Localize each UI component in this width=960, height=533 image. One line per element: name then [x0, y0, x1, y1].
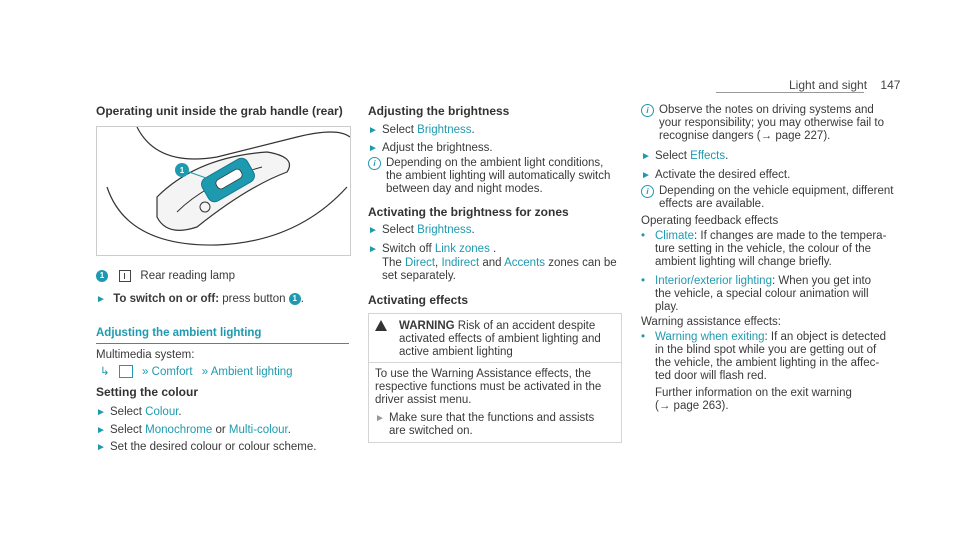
indirect-link[interactable]: Indirect — [441, 257, 480, 269]
warning-assist-label: Warning assistance effects: — [641, 316, 781, 328]
figure-grab-handle: 1 — [96, 126, 351, 256]
section-heading: Operating unit inside the grab handle (r… — [96, 104, 343, 118]
page-number: 147 — [880, 78, 901, 92]
reading-lamp-icon — [119, 270, 132, 282]
ambient-rule — [96, 343, 349, 344]
warning-box: WARNING Risk of an accident despite acti… — [368, 313, 622, 443]
zones-description: The Direct, Indirect and Accents zones c… — [382, 257, 617, 282]
step-select-brightness2: ►Select Brightness. — [368, 224, 475, 236]
step-switch: ► To switch on or off: press button 1. — [96, 293, 304, 306]
warning-label: WARNING — [399, 320, 455, 332]
bullet-exiting: • Warning when exiting: If an object is … — [641, 331, 886, 412]
multimedia-label: Multimedia system: — [96, 349, 195, 361]
info-note-responsibility: i Observe the notes on driving systems a… — [641, 104, 884, 142]
step-select-colour: ►Select Colour. — [96, 406, 182, 418]
header-rule — [716, 92, 864, 93]
bullet-climate: • Climate: If changes are made to the te… — [641, 230, 887, 268]
page-ref-arrow-icon: → — [658, 400, 671, 412]
section-title: Light and sight — [789, 78, 868, 92]
callout-marker — [175, 163, 189, 177]
caption-number: 1 — [96, 270, 108, 282]
warning-exiting-link[interactable]: Warning when exiting — [655, 331, 765, 343]
step-adjust: ►Adjust the brightness. — [368, 142, 493, 154]
step-activate-effect: ►Activate the desired effect. — [641, 169, 791, 181]
home-icon[interactable] — [118, 365, 133, 379]
button-number: 1 — [288, 293, 301, 305]
climate-link[interactable]: Climate — [655, 230, 694, 242]
brightness-link[interactable]: Brightness — [417, 124, 472, 136]
interior-lighting-link[interactable]: Interior/exterior lighting — [655, 275, 772, 287]
ambient-heading: Adjusting the ambient lighting — [96, 327, 262, 339]
running-header: Light and sight 147 — [789, 78, 900, 92]
direct-link[interactable]: Direct — [405, 257, 436, 269]
caption-text: Rear reading lamp — [140, 270, 236, 283]
multicolour-link[interactable]: Multi-colour — [228, 424, 288, 436]
brightness-link-2[interactable]: Brightness — [417, 224, 472, 236]
path-ambient-lighting[interactable]: Ambient lighting — [210, 366, 293, 378]
page-ref-263[interactable]: page 263 — [673, 400, 722, 412]
svg-text:1: 1 — [180, 166, 185, 175]
info-icon: i — [368, 157, 381, 170]
page-ref-227[interactable]: page 227 — [775, 130, 824, 142]
colour-link[interactable]: Colour — [145, 406, 179, 418]
grab-handle-illustration: 1 — [106, 127, 350, 246]
step-switch-off: ►Switch off Link zones . — [368, 243, 497, 255]
warning-divider — [369, 362, 621, 363]
link-zones-link[interactable]: Link zones — [434, 243, 490, 255]
menu-path: ↳ » Comfort » Ambient lighting — [100, 365, 293, 379]
zones-heading: Activating the brightness for zones — [368, 205, 569, 219]
step-select-brightness: ►Select Brightness. — [368, 124, 475, 136]
accents-link[interactable]: Accents — [504, 257, 546, 269]
info-note-equipment: i Depending on the vehicle equipment, di… — [641, 185, 893, 210]
path-arrow-icon: ↳ — [100, 366, 110, 378]
info-icon: i — [641, 104, 654, 117]
monochrome-link[interactable]: Monochrome — [145, 424, 213, 436]
switch-label: To switch on or off: — [113, 293, 220, 306]
op-feedback-label: Operating feedback effects — [641, 215, 779, 227]
step-select-mode: ►Select Monochrome or Multi-colour. — [96, 424, 291, 436]
bullet-interior: • Interior/exterior lighting: When you g… — [641, 275, 872, 313]
step-arrow-icon: ► — [96, 294, 106, 306]
info-icon: i — [641, 185, 654, 198]
page-ref-arrow-icon: → — [760, 130, 773, 142]
info-note-light: i Depending on the ambient light conditi… — [368, 157, 610, 195]
effects-heading: Activating effects — [368, 293, 469, 307]
warning-triangle-icon — [375, 320, 387, 331]
setting-colour-heading: Setting the colour — [96, 385, 198, 399]
figure-caption: 1 Rear reading lamp — [96, 270, 235, 282]
step-select-effects: ►Select Effects. — [641, 150, 729, 162]
warning-step: ►Make sure that the functions and assist… — [375, 412, 595, 437]
warning-body: To use the Warning Assistance effects, t… — [375, 368, 602, 406]
brightness-heading: Adjusting the brightness — [368, 104, 510, 118]
effects-link[interactable]: Effects — [690, 150, 726, 162]
step-set-colour: ►Set the desired colour or colour scheme… — [96, 441, 317, 453]
path-comfort[interactable]: Comfort — [151, 366, 193, 378]
